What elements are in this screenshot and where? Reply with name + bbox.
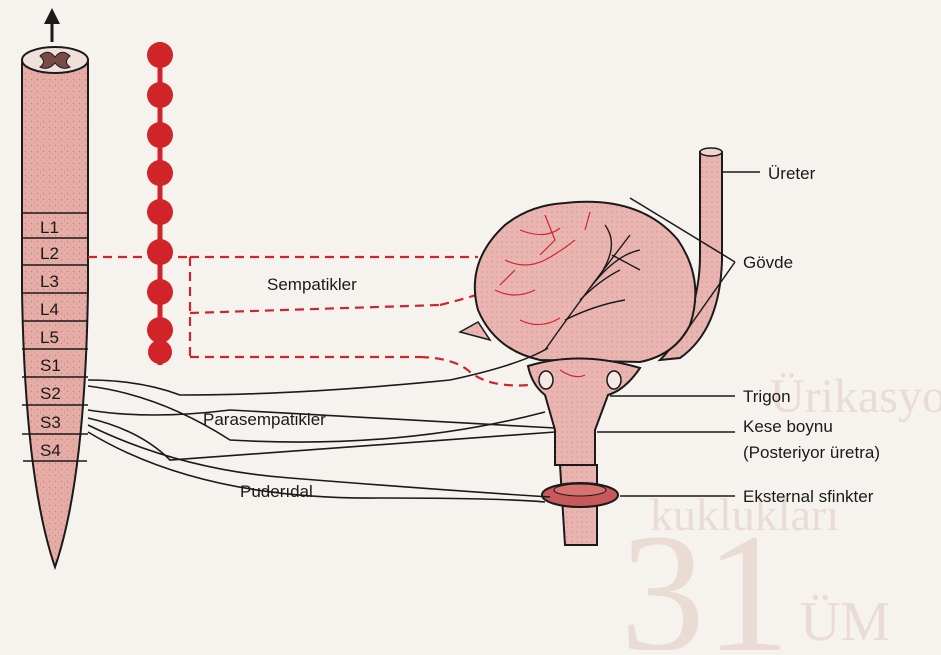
label-parasympathetic: Parasempatikler bbox=[203, 410, 326, 429]
label-trigone: Trigon bbox=[743, 387, 791, 406]
segment-label-l2: L2 bbox=[40, 244, 59, 263]
label-body: Gövde bbox=[743, 253, 793, 272]
spinal-cord: L1 L2 L3 L4 L5 S1 S2 S3 S4 bbox=[22, 8, 88, 567]
label-pudendal: Puderıdal bbox=[240, 482, 313, 501]
watermark-line1: Ürikasyon, Refleksler ve Bozu bbox=[770, 370, 941, 423]
segment-label-l5: L5 bbox=[40, 328, 59, 347]
sympathetic-chain bbox=[147, 42, 173, 365]
label-bladder-neck: Kese boynu bbox=[743, 417, 833, 436]
label-posterior-urethra: (Posteriyor üretra) bbox=[743, 443, 880, 462]
label-sympathetic: Sempatikler bbox=[267, 275, 357, 294]
segment-label-s3: S3 bbox=[40, 413, 61, 432]
segment-label-l3: L3 bbox=[40, 272, 59, 291]
arrow-head-icon bbox=[44, 8, 60, 24]
segment-label-s2: S2 bbox=[40, 384, 61, 403]
label-external-sphincter: Eksternal sfinkter bbox=[743, 487, 874, 506]
background-watermark: Ürikasyon, Refleksler ve Bozu kuklukları… bbox=[620, 370, 941, 650]
segment-label-l4: L4 bbox=[40, 300, 59, 319]
watermark-fragment: ÜM bbox=[800, 591, 890, 650]
segment-label-s1: S1 bbox=[40, 356, 61, 375]
segment-label-s4: S4 bbox=[40, 441, 61, 460]
watermark-number: 31 bbox=[620, 499, 790, 650]
label-ureter: Üreter bbox=[768, 164, 816, 183]
segment-label-l1: L1 bbox=[40, 218, 59, 237]
